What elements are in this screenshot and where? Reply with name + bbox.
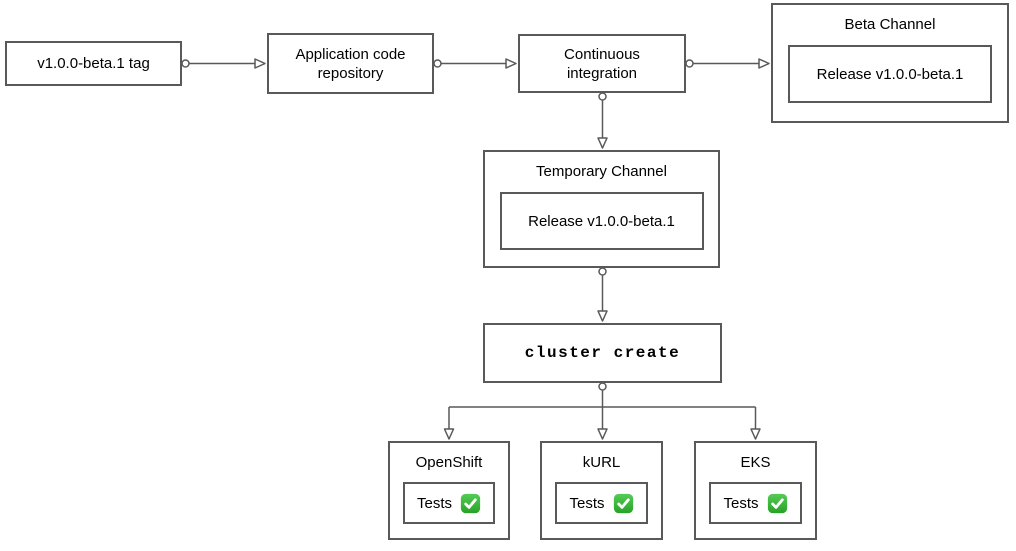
release-label: Release v1.0.0-beta.1 [816,65,964,83]
node-release-temporary: Release v1.0.0-beta.1 [499,192,704,250]
channel-title: Temporary Channel [536,163,667,180]
tests-label: Tests [723,494,759,512]
platform-title: OpenShift [415,454,483,471]
connection-dot [685,59,694,68]
tests-box: Tests [555,482,648,524]
tests-box: Tests [402,482,495,524]
connection-dot [598,267,607,276]
node-continuous-integration: Continuous integration [518,34,686,93]
node-beta-channel: Beta Channel Release v1.0.0-beta.1 [771,3,1009,123]
node-kurl: kURL Tests [540,441,663,540]
check-mark-icon [460,493,481,514]
node-label: cluster create [524,343,681,362]
tests-label: Tests [416,494,452,512]
node-release-beta: Release v1.0.0-beta.1 [788,45,992,103]
node-label: Application code repository [295,45,406,82]
node-openshift: OpenShift Tests [388,441,510,540]
platform-title: kURL [582,454,621,471]
node-version-tag: v1.0.0-beta.1 tag [5,41,182,86]
node-label: Continuous integration [564,45,640,82]
connection-dot [433,59,442,68]
node-label: v1.0.0-beta.1 tag [37,55,150,72]
check-mark-icon [613,493,634,514]
connection-dot [181,59,190,68]
node-temporary-channel: Temporary Channel Release v1.0.0-beta.1 [483,150,720,268]
channel-title: Beta Channel [844,16,936,33]
tests-box: Tests [709,482,802,524]
connection-dot [598,382,607,391]
connection-dot [598,92,607,101]
release-label: Release v1.0.0-beta.1 [528,212,675,230]
tests-label: Tests [569,494,605,512]
platform-title: EKS [740,454,771,471]
node-cluster-create: cluster create [483,323,722,383]
node-application-code-repository: Application code repository [267,33,434,94]
check-mark-icon [767,493,788,514]
node-eks: EKS Tests [694,441,817,540]
